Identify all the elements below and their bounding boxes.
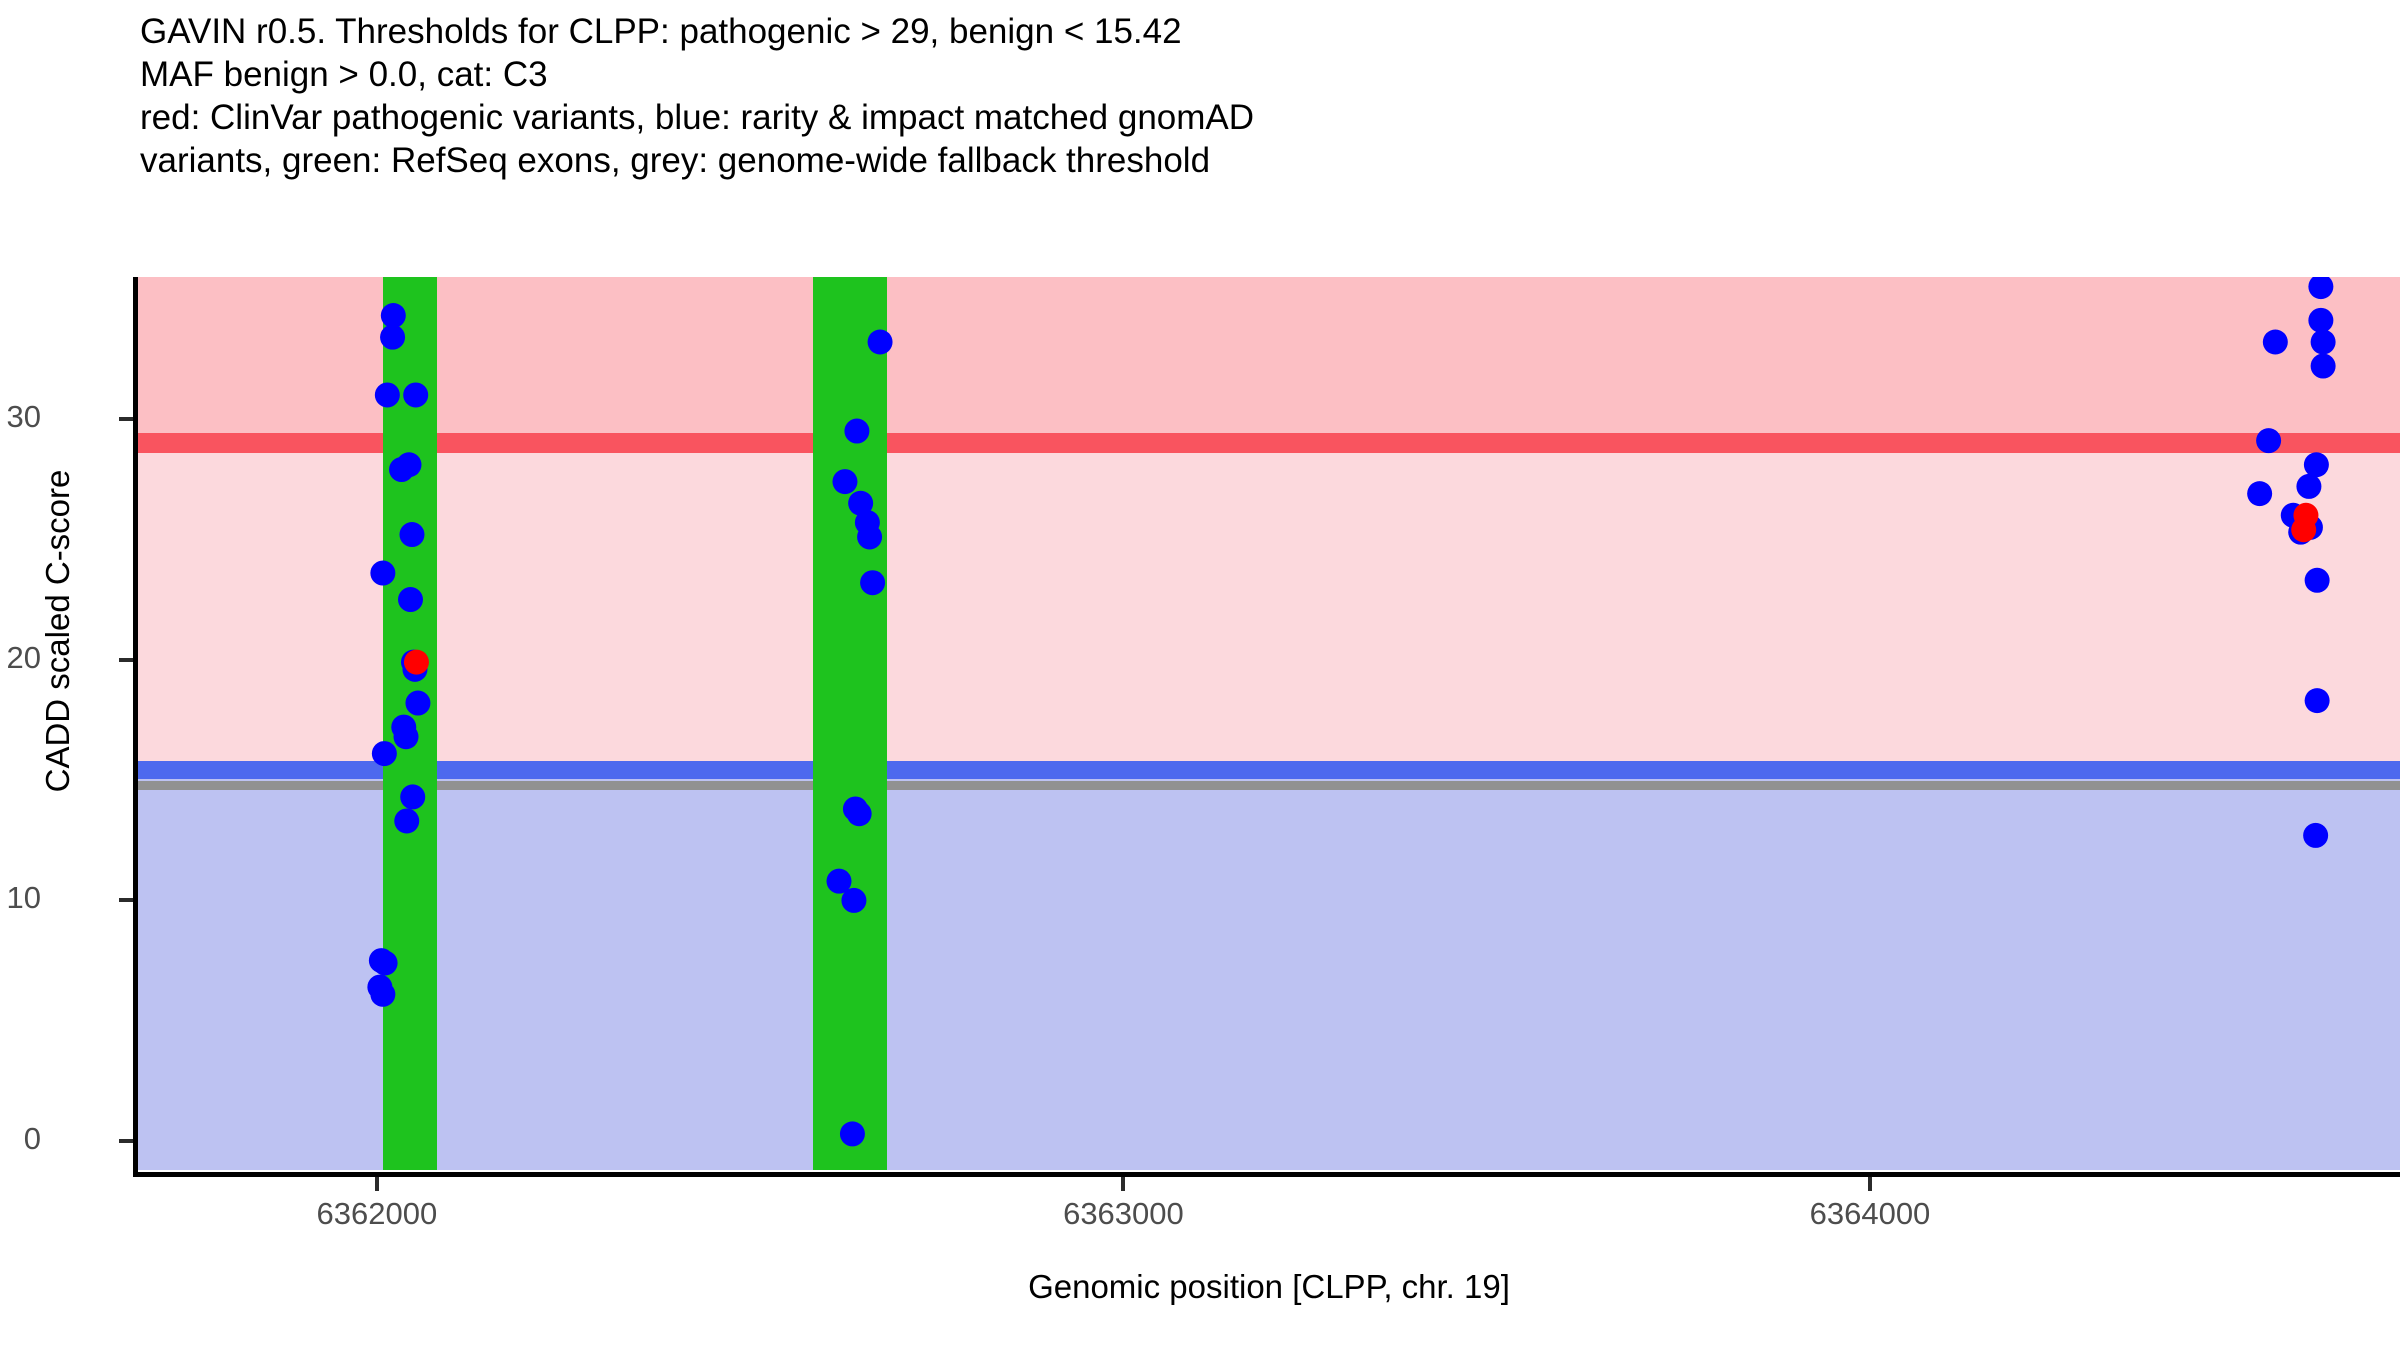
data-point <box>2256 428 2282 454</box>
title-line-3: red: ClinVar pathogenic variants, blue: … <box>140 98 1255 137</box>
vous-zone <box>138 443 2400 770</box>
data-point <box>839 1121 865 1147</box>
y-tick <box>119 898 133 903</box>
data-point <box>2291 517 2317 543</box>
data-point <box>841 887 867 913</box>
title-line-4: variants, green: RefSeq exons, grey: gen… <box>140 141 1211 180</box>
data-point <box>374 382 400 408</box>
data-point <box>832 469 858 495</box>
y-tick-label: 0 <box>23 1121 41 1157</box>
y-tick-label: 10 <box>6 880 41 916</box>
data-point <box>2310 353 2336 379</box>
data-point <box>380 324 406 350</box>
data-point <box>399 522 425 548</box>
data-point <box>371 741 397 767</box>
data-point <box>2304 688 2330 714</box>
data-point <box>372 950 398 976</box>
data-point <box>403 649 429 675</box>
x-tick-label: 6363000 <box>1063 1196 1184 1231</box>
data-point <box>396 452 422 478</box>
x-tick <box>1121 1177 1126 1191</box>
data-point <box>2304 567 2330 593</box>
pathogenic-threshold-line <box>138 433 2400 453</box>
pathogenic-zone <box>138 277 2400 444</box>
data-point <box>857 524 883 550</box>
x-tick-label: 6362000 <box>316 1196 438 1231</box>
data-point <box>2308 307 2334 333</box>
y-tick-label: 20 <box>6 639 41 675</box>
data-point <box>2296 473 2322 499</box>
data-point <box>844 418 870 444</box>
title-line-1: GAVIN r0.5. Thresholds for CLPP: pathoge… <box>140 12 1182 51</box>
data-point <box>400 784 426 810</box>
y-tick <box>119 657 133 662</box>
data-point <box>370 560 396 586</box>
x-axis-label: Genomic position [CLPP, chr. 19] <box>1028 1268 1510 1305</box>
data-point <box>370 981 396 1007</box>
data-point <box>380 303 406 329</box>
data-point <box>2303 822 2329 848</box>
title-line-2: MAF benign > 0.0, cat: C3 <box>140 55 548 94</box>
x-axis-line <box>133 1172 2400 1177</box>
chart-title-block: GAVIN r0.5. Thresholds for CLPP: pathoge… <box>140 10 2140 182</box>
data-point <box>394 808 420 834</box>
x-tick <box>1867 1177 1872 1191</box>
benign-threshold-line <box>138 761 2400 779</box>
data-point <box>397 587 423 613</box>
data-point <box>2308 277 2334 300</box>
data-point <box>2247 481 2273 507</box>
data-point <box>860 570 886 596</box>
series-clinvar-pathogenic <box>403 502 2319 675</box>
benign-zone <box>138 769 2400 1170</box>
data-point <box>405 690 431 716</box>
x-tick-label: 6364000 <box>1809 1196 1931 1231</box>
series-gnomad-matched <box>367 277 2336 1147</box>
y-tick <box>119 1139 133 1144</box>
x-tick <box>374 1177 379 1191</box>
data-point <box>403 382 429 408</box>
data-point <box>2310 329 2336 355</box>
data-point <box>867 329 893 355</box>
data-point <box>826 868 852 894</box>
fallback-threshold-line <box>138 781 2400 791</box>
data-point <box>846 801 872 827</box>
data-point <box>393 724 419 750</box>
y-tick-label: 30 <box>6 399 41 434</box>
data-point <box>2262 329 2288 355</box>
data-point <box>2303 452 2329 478</box>
plot-panel <box>138 277 2400 1170</box>
scatter-layer <box>367 277 2336 1147</box>
y-tick <box>119 417 133 421</box>
y-axis-label: CADD scaled C-score <box>39 469 76 793</box>
data-point <box>848 490 874 516</box>
plot-area <box>138 277 2400 1170</box>
y-axis-line <box>133 277 138 1177</box>
